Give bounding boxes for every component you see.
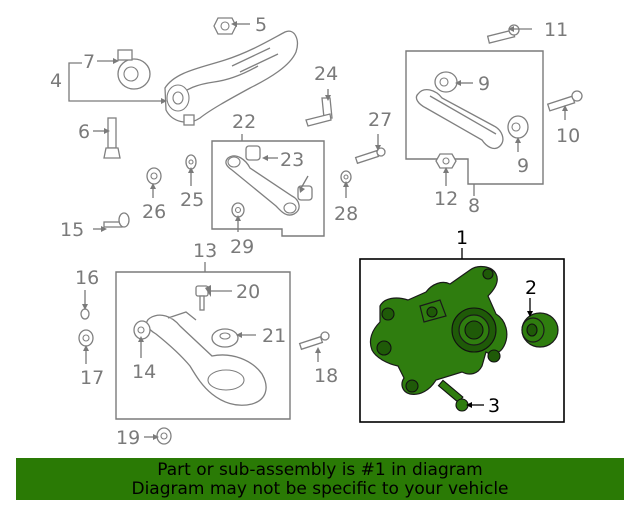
callout-25: 25 xyxy=(180,189,204,211)
info-banner: Part or sub-assembly is #1 in diagram Di… xyxy=(16,458,624,500)
part-5-nut[interactable] xyxy=(213,17,237,35)
callout-1: 1 xyxy=(456,227,468,249)
group-box-8 xyxy=(405,50,544,185)
part-11-bolt[interactable] xyxy=(486,24,520,44)
callout-23: 23 xyxy=(280,149,304,171)
callout-12: 12 xyxy=(434,188,458,210)
callout-28: 28 xyxy=(334,203,358,225)
arrowheads-dark xyxy=(466,311,533,408)
callout-14: 14 xyxy=(132,361,156,383)
callout-11: 11 xyxy=(544,19,568,41)
part-16-washer[interactable] xyxy=(80,308,90,320)
callout-24: 24 xyxy=(314,63,338,85)
callout-26: 26 xyxy=(142,201,166,223)
part-29-nut[interactable] xyxy=(231,202,245,218)
part-1-knuckle[interactable] xyxy=(369,265,508,395)
callout-2: 2 xyxy=(525,277,537,299)
part-20-stabilizer-link[interactable] xyxy=(195,285,209,311)
callout-18: 18 xyxy=(314,365,338,387)
callout-7: 7 xyxy=(83,51,95,73)
callout-27: 27 xyxy=(368,109,392,131)
part-21-spring-seat[interactable] xyxy=(211,328,239,348)
part-2-bushing[interactable] xyxy=(521,312,559,348)
part-15-bolt[interactable] xyxy=(103,212,130,228)
callout-15: 15 xyxy=(60,219,84,241)
callout-9b: 9 xyxy=(517,155,529,177)
part-8-upper-link[interactable] xyxy=(415,88,504,150)
callout-16: 16 xyxy=(75,267,99,289)
callout-3: 3 xyxy=(488,395,500,417)
part-22-lateral-link[interactable] xyxy=(225,155,300,216)
part-28-washer[interactable] xyxy=(340,170,352,184)
part-27-bolt[interactable] xyxy=(354,147,386,165)
part-18-bolt[interactable] xyxy=(298,331,330,351)
callout-22: 22 xyxy=(232,111,256,133)
parts-diagram: 5 7 4 6 24 22 23 26 25 15 29 27 28 11 9 … xyxy=(50,14,583,449)
part-19-nut[interactable] xyxy=(156,427,172,445)
part-17-nut[interactable] xyxy=(78,329,94,347)
part-26-nut[interactable] xyxy=(146,167,162,185)
group-box-22 xyxy=(211,140,325,237)
part-6-bolt[interactable] xyxy=(103,117,121,159)
part-24-bracket[interactable] xyxy=(305,97,333,127)
part-7-bushing[interactable] xyxy=(117,49,151,90)
callout-13: 13 xyxy=(193,240,217,262)
banner-line-1: Part or sub-assembly is #1 in diagram xyxy=(157,460,483,480)
callout-17: 17 xyxy=(80,367,104,389)
callout-20: 20 xyxy=(236,281,260,303)
callout-4: 4 xyxy=(50,70,62,92)
callout-9a: 9 xyxy=(478,73,490,95)
callout-29: 29 xyxy=(230,236,254,258)
group-box-13 xyxy=(115,271,291,420)
callout-10: 10 xyxy=(556,125,580,147)
part-14-bushing[interactable] xyxy=(133,320,151,340)
callout-19: 19 xyxy=(116,427,140,449)
part-10-bolt[interactable] xyxy=(546,90,583,112)
callout-6: 6 xyxy=(78,121,90,143)
callout-8: 8 xyxy=(468,195,480,217)
callout-21: 21 xyxy=(262,325,286,347)
arrowheads xyxy=(82,21,568,440)
banner-line-2: Diagram may not be specific to your vehi… xyxy=(131,479,509,499)
part-13-lower-arm[interactable] xyxy=(145,311,267,406)
part-4-trailing-arm[interactable] xyxy=(164,30,299,126)
callout-numbers: 5 7 4 6 24 22 23 26 25 15 29 27 28 11 9 … xyxy=(50,14,580,449)
part-3-bolt[interactable] xyxy=(437,379,469,412)
callout-5: 5 xyxy=(255,14,267,36)
part-12-nut[interactable] xyxy=(435,153,457,169)
part-25-washer[interactable] xyxy=(185,154,197,170)
